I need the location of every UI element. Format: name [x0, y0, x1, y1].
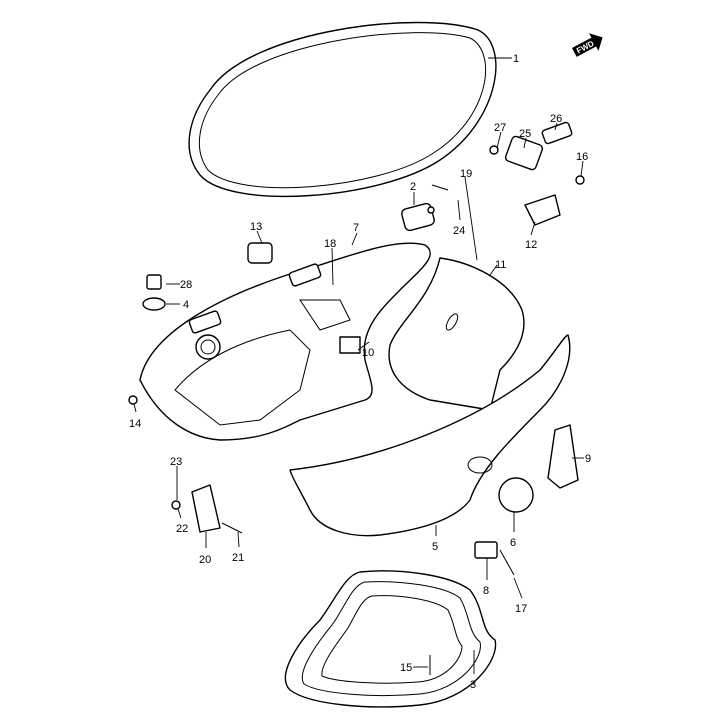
- part-20: [191, 484, 221, 533]
- callout-12: 12: [525, 239, 537, 251]
- part-5-lower-cover-side: [289, 334, 571, 537]
- part-1-cover-seal: [188, 21, 497, 198]
- callout-1: 1: [513, 53, 519, 65]
- fwd-arrow-icon: FWD: [572, 33, 603, 57]
- callout-11: 11: [495, 259, 506, 271]
- callout-3: 3: [470, 679, 476, 691]
- part-10: [339, 336, 361, 354]
- part-7-lower-cover-front: [139, 242, 431, 441]
- part-25: [504, 135, 544, 171]
- part-9: [547, 424, 579, 489]
- callout-28: 28: [180, 279, 192, 291]
- callout-10: 10: [362, 347, 374, 359]
- callout-19: 19: [460, 168, 472, 180]
- part-22: [171, 500, 181, 510]
- part-11-lower-cover-rear: [388, 257, 525, 411]
- callout-8: 8: [483, 585, 489, 597]
- leader-lines: [133, 57, 584, 674]
- part-28: [146, 274, 162, 290]
- part-12: [524, 194, 561, 226]
- callout-labels: 1 2 3 4 5 6 7 8 9 10 11 12 13 14 15 16 1…: [129, 53, 591, 691]
- callout-25: 25: [519, 128, 531, 140]
- callout-6: 6: [510, 537, 516, 549]
- callout-16: 16: [576, 151, 588, 163]
- callout-21: 21: [232, 552, 244, 564]
- part-4: [142, 297, 166, 311]
- callout-14: 14: [129, 418, 141, 430]
- callout-23: 23: [170, 456, 182, 468]
- callout-27: 27: [494, 122, 506, 134]
- callout-18: 18: [324, 238, 336, 250]
- part-27: [489, 145, 499, 155]
- part-8: [474, 541, 498, 559]
- part-24: [427, 206, 435, 214]
- part-17: [499, 549, 515, 576]
- part-14: [128, 395, 138, 405]
- callout-5: 5: [432, 541, 438, 553]
- callout-9: 9: [585, 453, 591, 465]
- callout-24: 24: [453, 225, 465, 237]
- part-21: [221, 522, 243, 534]
- callout-17: 17: [515, 603, 527, 615]
- part-6: [498, 477, 534, 513]
- callout-15: 15: [400, 662, 412, 674]
- callout-7: 7: [353, 222, 359, 234]
- part-3-bottom-seal: [284, 570, 497, 708]
- part-19: [431, 184, 449, 191]
- callout-4: 4: [183, 299, 189, 311]
- callout-20: 20: [199, 554, 211, 566]
- small-parts: [128, 121, 585, 675]
- part-16: [575, 175, 585, 185]
- part-13: [247, 242, 273, 264]
- callout-2: 2: [410, 181, 416, 193]
- part-26: [541, 121, 573, 145]
- callout-13: 13: [250, 221, 262, 233]
- callout-22: 22: [176, 523, 188, 535]
- callout-26: 26: [550, 113, 562, 125]
